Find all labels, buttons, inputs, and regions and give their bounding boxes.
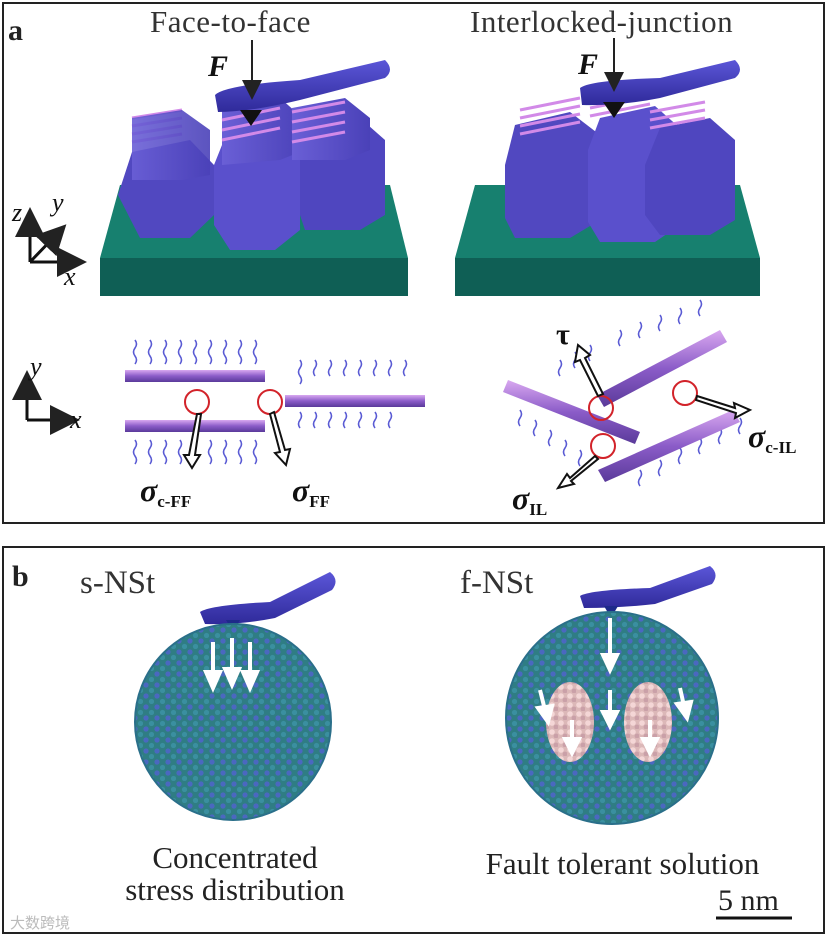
stress-arrows-left [182,410,292,470]
stress-arrows-right [555,343,753,490]
axis-x-label-2d: x [70,405,82,434]
stress-markers-right [588,380,698,459]
axes-3d [14,207,87,277]
nanosheet-stack-right [505,86,735,242]
sigma-il-label: σIL [512,480,548,519]
sigma-c-ff-label: σc-FF [140,472,192,511]
afm-tip-right [580,38,740,118]
s-nst-caption: Concentrated stress distribution [100,842,370,906]
ligand-brush-left [132,339,408,465]
nanostructure-s-nst [134,623,332,821]
tau-label: τ [556,318,570,351]
nanosheet-stack-left [118,96,385,250]
face-to-face-title: Face-to-face [150,4,311,39]
panel-b [2,546,825,934]
scale-bar-label: 5 nm [718,884,779,917]
stress-arrows-b-left [202,638,261,693]
afm-tip-left [215,40,390,126]
s-nst-caption-line1: Concentrated [152,840,318,875]
stress-markers-left [184,389,283,415]
f-nst-caption: Fault tolerant solution [485,846,760,881]
watermark: 大数跨境 [10,914,71,932]
force-label-right: F [578,48,599,81]
axis-y-label-2d: y [30,352,42,381]
axes-2d [11,370,80,435]
force-label-left: F [208,50,229,83]
panel-a-letter: a [8,14,23,47]
stress-arrows-b-right [534,618,694,758]
sigma-c-il-label: σc-IL [748,418,797,457]
nanosheet-bars-right [503,330,740,482]
axis-x-label-3d: x [64,262,76,291]
interlocked-title: Interlocked-junction [470,4,734,39]
s-nst-caption-line2: stress distribution [125,872,345,907]
sigma-ff-label: σFF [292,472,331,511]
axis-y-label-3d: y [52,188,64,217]
f-nst-label: f-NSt [460,565,534,601]
s-nst-label: s-NSt [80,565,156,601]
axis-z-label: z [12,198,23,227]
panel-b-letter: b [12,560,29,593]
